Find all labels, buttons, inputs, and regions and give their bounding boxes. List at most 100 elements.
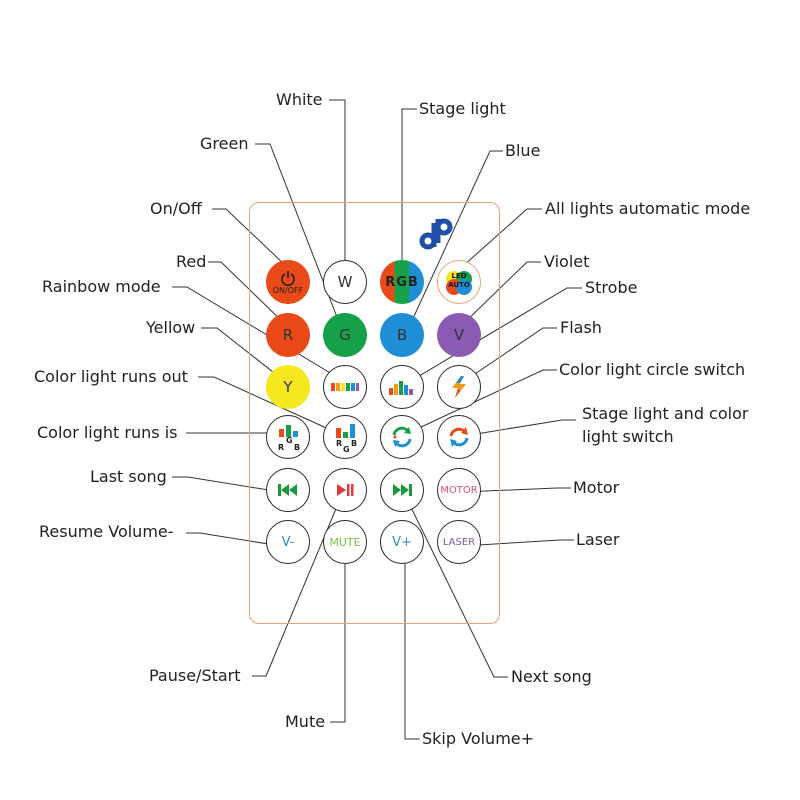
laser-button[interactable]: LASER [437, 520, 481, 564]
skip-volume-up-button[interactable]: V+ [380, 520, 424, 564]
last-song-button[interactable] [266, 468, 310, 512]
motor-button-label: MOTOR [440, 484, 478, 496]
runs-is-b: B [294, 443, 301, 452]
line-red [208, 261, 288, 327]
label-motor: Motor [573, 478, 620, 497]
violet-button[interactable]: V [437, 313, 481, 357]
label-white: White [276, 90, 323, 109]
line-stage-color-switch [463, 419, 576, 437]
swap-arrows-icon [449, 427, 469, 447]
label-next-song: Next song [511, 667, 592, 686]
line-blue [403, 150, 503, 339]
previous-track-icon [278, 484, 297, 496]
vminus-label: V- [281, 534, 295, 550]
runs-out-r: R [336, 439, 343, 448]
white-button-label: W [337, 273, 353, 291]
green-button-label: G [339, 326, 351, 344]
next-song-button[interactable] [380, 468, 424, 512]
label-blue: Blue [505, 141, 541, 160]
blue-button-label: B [396, 326, 408, 344]
rgb-b-letter: B [407, 274, 419, 290]
remote-body [249, 202, 500, 624]
white-button[interactable]: W [323, 260, 367, 304]
power-icon [281, 270, 295, 286]
mute-button-label: MUTE [329, 535, 361, 549]
green-button[interactable]: G [323, 313, 367, 357]
label-red: Red [176, 252, 207, 271]
on-off-button[interactable]: ON/OFF [266, 260, 310, 304]
line-green [255, 143, 343, 331]
line-yellow [201, 327, 288, 384]
all-auto-button[interactable]: LED AUTO [437, 260, 481, 304]
rgb-bars-icon [336, 424, 355, 438]
play-pause-icon [337, 484, 354, 496]
label-laser: Laser [576, 530, 620, 549]
stage-light-button[interactable]: RGB [380, 260, 424, 304]
runs-out-button[interactable]: R G B [323, 415, 367, 459]
line-resume-vol [186, 532, 288, 548]
blue-button[interactable]: B [380, 313, 424, 357]
runs-is-r: R [278, 443, 285, 452]
line-laser [461, 539, 574, 547]
label-stage-color-switch-1: Stage light and color [582, 404, 749, 423]
flash-button[interactable] [437, 365, 481, 409]
runs-is-button[interactable]: R G B [266, 415, 310, 459]
line-violet [460, 261, 541, 327]
label-green: Green [200, 134, 249, 153]
vplus-label: V+ [392, 534, 412, 550]
label-strobe: Strobe [585, 278, 638, 297]
violet-button-label: V [453, 326, 465, 344]
label-last-song: Last song [90, 467, 167, 486]
resume-volume-down-button[interactable]: V- [266, 520, 310, 564]
equalizer-bars-icon [389, 381, 413, 395]
label-mute: Mute [285, 712, 326, 731]
laser-button-label: LASER [442, 536, 476, 548]
brand-logo-icon [419, 218, 453, 250]
rgb-r-letter: R [385, 274, 397, 290]
yellow-button-label: Y [283, 378, 293, 396]
line-next-song [403, 492, 508, 678]
line-motor [461, 487, 571, 493]
auto-text: AUTO [448, 281, 470, 289]
line-stage-light [401, 108, 417, 262]
rainbow-bars-icon [331, 383, 359, 391]
line-runs-out [198, 376, 345, 437]
next-track-icon [393, 484, 412, 496]
label-violet: Violet [544, 252, 590, 271]
line-on-off [212, 208, 287, 267]
rgb-g-letter: G [396, 274, 408, 290]
line-white [329, 99, 346, 262]
motor-button[interactable]: MOTOR [437, 468, 481, 512]
stage-color-switch-button[interactable] [437, 415, 481, 459]
line-circle-switch [403, 369, 557, 436]
pause-start-button[interactable] [323, 468, 367, 512]
runs-out-g: G [343, 445, 350, 454]
line-mute [330, 562, 346, 723]
label-stage-color-switch-2: light switch [582, 427, 674, 446]
label-rainbow: Rainbow mode [42, 277, 161, 296]
label-stage-light: Stage light [419, 99, 506, 118]
red-button[interactable]: R [266, 313, 310, 357]
line-flash [462, 327, 557, 383]
circle-switch-button[interactable] [380, 415, 424, 459]
label-skip-vol: Skip Volume+ [422, 729, 535, 748]
lightning-icon [452, 376, 466, 398]
label-yellow: Yellow [146, 318, 196, 337]
runs-is-g: G [286, 436, 293, 445]
label-all-auto: All lights automatic mode [545, 199, 751, 218]
line-skip-vol [404, 562, 420, 740]
yellow-button[interactable]: Y [266, 365, 310, 409]
label-runs-out: Color light runs out [34, 367, 188, 386]
strobe-button[interactable] [380, 365, 424, 409]
label-on-off: On/Off [150, 199, 202, 218]
label-pause-start: Pause/Start [149, 666, 241, 685]
on-off-text: ON/OFF [272, 285, 304, 295]
led-auto-icon [446, 271, 472, 295]
line-all-auto [462, 208, 542, 267]
line-pause-start [252, 491, 344, 677]
rgb-bars-icon [279, 425, 298, 437]
rainbow-mode-button[interactable] [323, 365, 367, 409]
mute-button[interactable]: MUTE [323, 520, 367, 564]
label-circle-switch: Color light circle switch [559, 360, 746, 379]
